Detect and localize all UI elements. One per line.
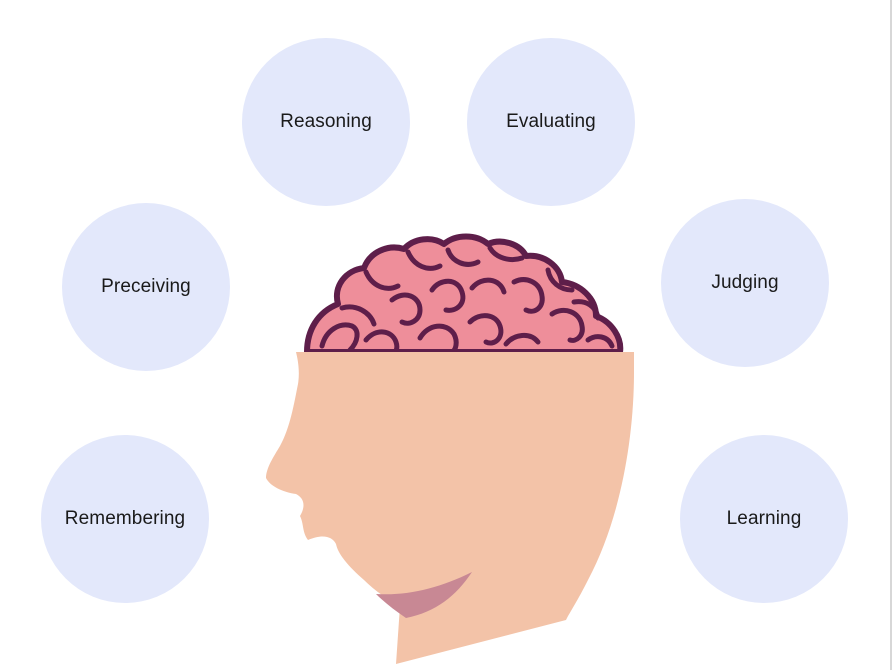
bubble-remembering: Remembering [41,435,209,603]
bubble-preceiving: Preceiving [62,203,230,371]
bubble-learning: Learning [680,435,848,603]
bubble-reasoning: Reasoning [242,38,410,206]
bubble-label: Learning [726,508,802,529]
bubble-judging: Judging [661,199,829,367]
bubble-label: Judging [711,272,779,293]
bubble-evaluating: Evaluating [467,38,635,206]
neck-shadow [376,572,472,618]
bubble-label: Preceiving [101,276,191,297]
head-silhouette [266,352,634,664]
bubble-label: Reasoning [280,111,372,132]
brain-icon [304,233,624,355]
page-edge-line [890,0,892,670]
bubble-label: Remembering [64,508,186,529]
bubble-label: Evaluating [506,111,596,132]
